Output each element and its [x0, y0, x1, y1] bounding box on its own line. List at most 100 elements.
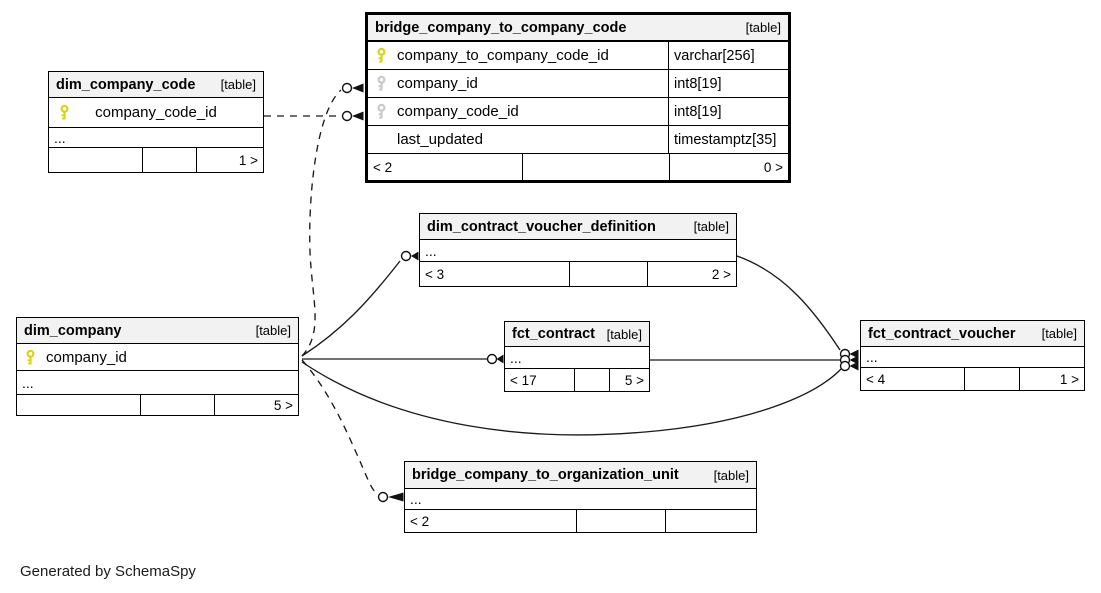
table-title[interactable]: dim_contract_voucher_definition [427, 218, 656, 235]
odot-icon [341, 82, 353, 94]
columns-ellipsis-row[interactable]: ... [420, 240, 736, 262]
table-footer: < 2 0 > [368, 154, 788, 180]
table-tag: [table] [220, 77, 256, 92]
arrowhead-icon [352, 83, 364, 93]
footer-children-count[interactable]: < 17 [505, 369, 575, 391]
table-tag: [table] [713, 467, 749, 483]
table-bridge_company_to_company_code[interactable]: bridge_company_to_company_code [table] c… [365, 12, 791, 183]
column-type: timestamptz[35] [668, 126, 788, 153]
table-footer: < 17 5 > [505, 369, 649, 391]
footer-children-count[interactable]: < 4 [861, 368, 965, 390]
column-type: int8[19] [668, 98, 788, 125]
table-bridge_company_to_organization_unit[interactable]: bridge_company_to_organization_unit [tab… [404, 461, 757, 533]
footer-middle-cell [577, 510, 666, 532]
odot-icon [341, 110, 353, 122]
column-name: company_to_company_code_id [397, 47, 609, 64]
footer-middle-cell [523, 154, 670, 180]
table-fct_contract[interactable]: fct_contract [table] ... < 17 5 > [504, 321, 650, 392]
table-footer: 1 > [49, 148, 263, 172]
footer-parents-count[interactable]: 0 > [763, 159, 783, 175]
table-header: bridge_company_to_company_code [table] [368, 15, 788, 42]
footer-children-count [17, 395, 141, 415]
arrowhead-icon [388, 492, 404, 502]
odot-icon [486, 353, 498, 365]
primary-key-icon [26, 349, 35, 365]
table-title[interactable]: dim_company_code [56, 76, 196, 93]
relationship-line-company-bridgecc [301, 89, 342, 357]
arrowhead-icon [496, 354, 504, 364]
footer-parents-count[interactable]: 2 > [711, 266, 731, 282]
relationship-line-company-bridgeorg [301, 359, 378, 495]
table-dim_company[interactable]: dim_company [table] company_id ... 5 > [16, 317, 299, 416]
footer-middle-cell [141, 395, 215, 415]
column-row[interactable]: company_to_company_code_id varchar[256] [368, 42, 788, 70]
table-title[interactable]: bridge_company_to_company_code [375, 19, 627, 36]
columns-ellipsis-row[interactable]: ... [17, 371, 298, 395]
table-header: dim_company [table] [17, 318, 298, 344]
table-tag: [table] [745, 20, 781, 35]
column-type: int8[19] [668, 70, 788, 97]
column-row[interactable]: company_code_id int8[19] [368, 98, 788, 126]
foreign-key-icon [377, 103, 386, 119]
column-name: company_code_id [95, 104, 217, 121]
footer-parents-count[interactable]: 1 > [238, 152, 258, 168]
footer-parents-count[interactable]: 5 > [624, 372, 644, 388]
arrowhead-icon [849, 361, 859, 371]
table-footer: < 3 2 > [420, 262, 736, 286]
table-dim_company_code[interactable]: dim_company_code [table] company_code_id… [48, 71, 264, 173]
column-row[interactable]: company_code_id [49, 98, 263, 128]
table-title[interactable]: fct_contract [512, 326, 595, 342]
table-header: dim_contract_voucher_definition [table] [420, 214, 736, 240]
arrowhead-icon [411, 251, 419, 261]
foreign-key-icon [377, 75, 386, 91]
table-title[interactable]: bridge_company_to_organization_unit [412, 467, 679, 483]
table-title[interactable]: dim_company [24, 322, 122, 339]
table-fct_contract_voucher[interactable]: fct_contract_voucher [table] ... < 4 1 > [860, 320, 1085, 391]
arrowhead-icon [352, 111, 364, 121]
columns-ellipsis-row[interactable]: ... [405, 489, 756, 510]
columns-ellipsis-row[interactable]: ... [861, 347, 1084, 368]
arrowhead-icon [849, 355, 859, 365]
footer-parents-count[interactable]: 5 > [273, 397, 293, 413]
columns-ellipsis-row[interactable]: ... [505, 347, 649, 369]
arrowhead-icon [849, 349, 859, 359]
column-type: varchar[256] [668, 42, 788, 69]
relationship-line-company-fctvoucher [301, 361, 842, 436]
footer-parents-count[interactable]: 1 > [1059, 371, 1079, 387]
footer-middle-cell [575, 369, 610, 391]
table-title[interactable]: fct_contract_voucher [868, 325, 1016, 342]
relationship-line-company-voucherdef [301, 260, 401, 357]
table-tag: [table] [1041, 326, 1077, 341]
odot-icon [839, 360, 851, 372]
footer-middle-cell [965, 368, 1020, 390]
table-header: bridge_company_to_organization_unit [tab… [405, 462, 756, 489]
column-name: company_id [46, 348, 127, 366]
table-tag: [table] [255, 323, 291, 338]
footer-middle-cell [570, 262, 648, 286]
primary-key-icon [60, 104, 69, 120]
primary-key-icon [377, 47, 386, 63]
table-footer: 5 > [17, 395, 298, 415]
odot-icon [400, 250, 412, 262]
column-row[interactable]: company_id [17, 344, 298, 371]
odot-icon [377, 491, 389, 503]
footer-children-count[interactable]: < 2 [405, 510, 577, 532]
column-name: company_code_id [397, 103, 519, 120]
column-row[interactable]: last_updated timestamptz[35] [368, 126, 788, 154]
table-header: dim_company_code [table] [49, 72, 263, 98]
footer-parents-count [666, 510, 756, 532]
footer-children-count [49, 148, 143, 172]
table-header: fct_contract_voucher [table] [861, 321, 1084, 347]
footer-children-count[interactable]: < 3 [420, 262, 570, 286]
column-row[interactable]: company_id int8[19] [368, 70, 788, 98]
columns-ellipsis-row[interactable]: ... [49, 128, 263, 148]
footer-children-count[interactable]: < 2 [368, 154, 523, 180]
generated-by-note: Generated by SchemaSpy [20, 563, 196, 580]
table-tag: [table] [693, 219, 729, 234]
column-name: last_updated [397, 131, 483, 148]
table-header: fct_contract [table] [505, 322, 649, 347]
table-footer: < 2 [405, 510, 756, 532]
table-dim_contract_voucher_definition[interactable]: dim_contract_voucher_definition [table] … [419, 213, 737, 287]
